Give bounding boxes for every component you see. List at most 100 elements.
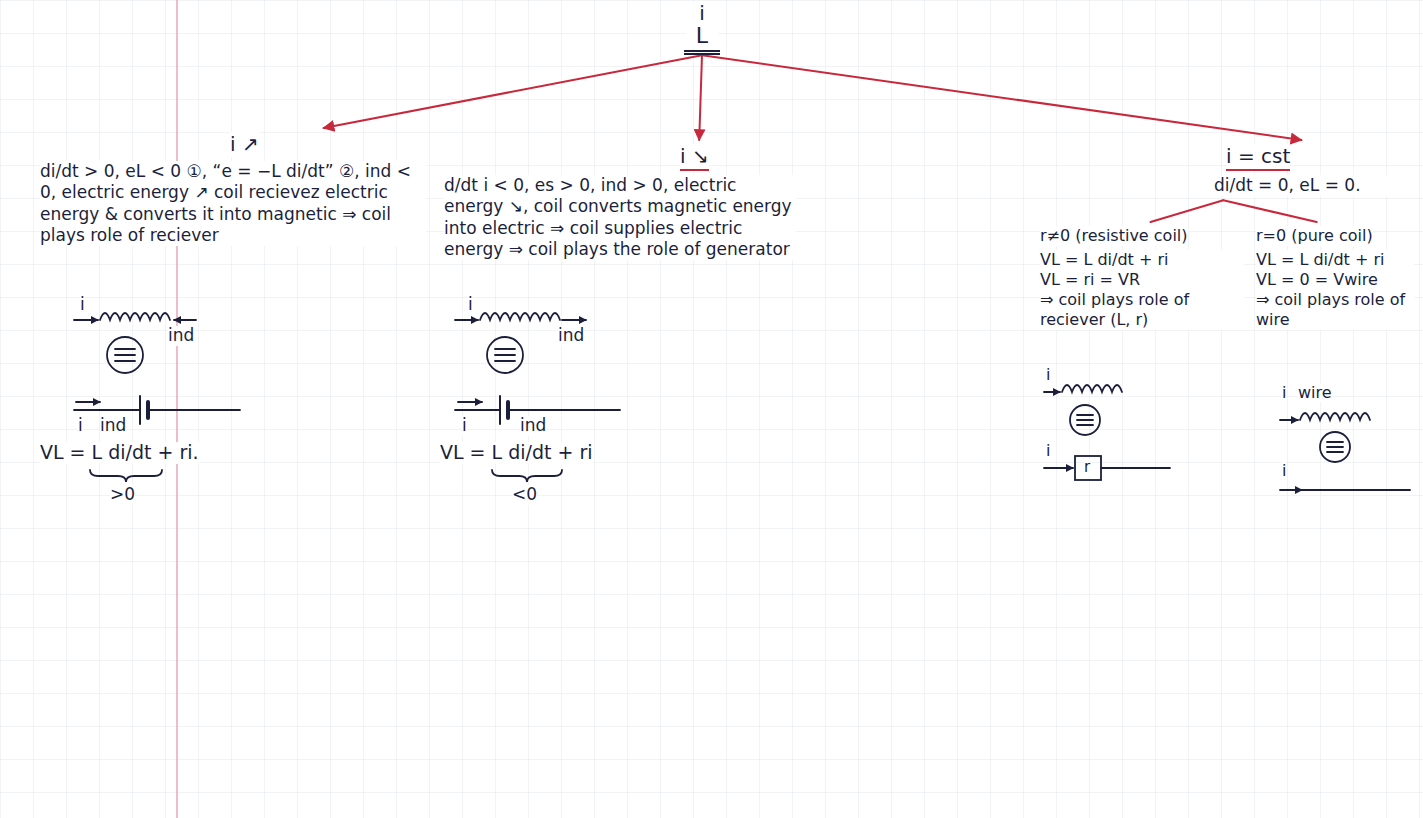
node-text: VL = L di/dt + ri <box>1040 250 1244 270</box>
node-heading: i = cst <box>1226 144 1290 171</box>
coil-symbol <box>455 319 478 321</box>
coil-symbol <box>74 319 98 321</box>
equivalent-symbol <box>1077 419 1093 421</box>
illustrations <box>74 313 1410 490</box>
label: i <box>1282 384 1286 402</box>
label: i <box>80 295 85 315</box>
equivalent-symbol <box>115 354 135 356</box>
label: ind <box>100 416 126 436</box>
branch-arrow <box>699 55 702 140</box>
branch-node: i ↘ d/dt i < 0, es > 0, ind > 0, electric… <box>440 140 800 264</box>
coil-symbol <box>562 319 586 321</box>
equivalent-symbol <box>115 360 135 362</box>
equivalent-symbol <box>1327 446 1343 448</box>
equivalent-symbol <box>495 354 515 356</box>
coil-symbol <box>1280 419 1298 421</box>
node-text: d/dt i < 0, es > 0, ind > 0, electric en… <box>444 175 796 260</box>
coil-symbol <box>1300 413 1370 420</box>
underbrace <box>90 470 162 482</box>
branch-arrow <box>1151 200 1224 222</box>
branch-arrow <box>702 55 1301 140</box>
battery-symbol <box>139 396 141 424</box>
branch-arrow <box>324 55 702 128</box>
node-text: di/dt = 0, eL = 0. <box>1214 175 1411 196</box>
node-heading: i ↗ <box>230 132 259 157</box>
equivalent-symbol <box>495 360 515 362</box>
coil-symbol <box>1280 413 1370 420</box>
resistor-symbol <box>1075 456 1101 480</box>
branch-node: i = cst di/dt = 0, eL = 0. <box>1060 140 1415 200</box>
branch-node: i ↗ di/dt > 0, eL < 0 ①, “e = −L di/dt” ②… <box>36 128 430 250</box>
equivalent-symbol <box>495 348 515 350</box>
wire-symbol <box>1280 489 1302 491</box>
label: i <box>1282 462 1286 480</box>
battery-symbol <box>458 401 482 403</box>
label: wire <box>1298 384 1332 402</box>
node-text: VL = L di/dt + ri <box>1256 250 1414 270</box>
battery-symbol <box>76 401 100 403</box>
label: i <box>468 295 473 315</box>
label: r <box>1084 459 1090 476</box>
equivalent-symbol <box>1070 405 1100 435</box>
underbrace <box>492 470 562 482</box>
node-text: di/dt > 0, eL < 0 ①, “e = −L di/dt” ②, i… <box>40 161 426 246</box>
branch-node: r≠0 (resistive coil) VL = L di/dt + riVL … <box>1036 222 1248 334</box>
wire-symbol <box>1302 489 1410 491</box>
equivalent-symbol <box>487 337 523 373</box>
label: i <box>1046 366 1050 384</box>
resistor-symbol <box>1101 467 1170 469</box>
node-heading: i ↘ <box>680 144 709 171</box>
label: VL = L di/dt + ri <box>440 442 593 464</box>
equivalent-symbol <box>1320 432 1350 462</box>
coil-symbol <box>100 313 170 320</box>
equivalent-symbol <box>487 337 523 373</box>
label: ind <box>558 326 584 346</box>
node-text: ⇒ coil plays role of reciever (L, r) <box>1040 290 1244 330</box>
label: i <box>462 416 467 436</box>
equivalent-symbol <box>115 348 135 350</box>
coil-symbol <box>174 319 196 321</box>
node-heading: i <box>686 2 718 24</box>
battery-symbol <box>150 409 240 411</box>
branch-arrow <box>1223 200 1316 222</box>
coil-symbol <box>480 313 560 320</box>
coil-symbol <box>74 313 196 320</box>
battery-symbol <box>499 396 501 424</box>
equivalent-symbol <box>1320 432 1350 462</box>
node-text: VL = ri = VR <box>1040 270 1244 290</box>
resistor-symbol <box>1044 456 1170 480</box>
battery-symbol <box>510 409 620 411</box>
battery-symbol <box>74 409 140 411</box>
label: >0 <box>110 485 135 505</box>
label: ind <box>520 416 546 436</box>
coil-symbol <box>455 313 586 320</box>
wire-symbol <box>1280 489 1410 491</box>
coil-symbol <box>1044 391 1060 393</box>
label: VL = L di/dt + ri. <box>40 442 199 464</box>
branch-node: r=0 (pure coil) VL = L di/dt + riVL = 0 =… <box>1252 222 1418 334</box>
resistor-symbol <box>1044 467 1073 469</box>
label: i <box>1046 442 1050 460</box>
node-text: VL = 0 = Vwire <box>1256 270 1414 290</box>
root-node: iL <box>684 2 720 55</box>
node-text: ⇒ coil plays role of wire <box>1256 290 1414 330</box>
coil-symbol <box>1044 385 1122 392</box>
label: i <box>78 416 83 436</box>
node-text: L <box>686 24 718 48</box>
battery-symbol <box>455 409 500 411</box>
equivalent-symbol <box>1077 414 1093 416</box>
equivalent-symbol <box>1077 424 1093 426</box>
node-heading: r≠0 (resistive coil) <box>1040 226 1188 246</box>
equivalent-symbol <box>107 337 143 373</box>
node-heading: r=0 (pure coil) <box>1256 226 1373 246</box>
label: <0 <box>512 485 537 505</box>
label: ind <box>168 326 194 346</box>
notebook-paper <box>176 0 178 818</box>
equivalent-symbol <box>1327 441 1343 443</box>
coil-symbol <box>1062 385 1122 392</box>
